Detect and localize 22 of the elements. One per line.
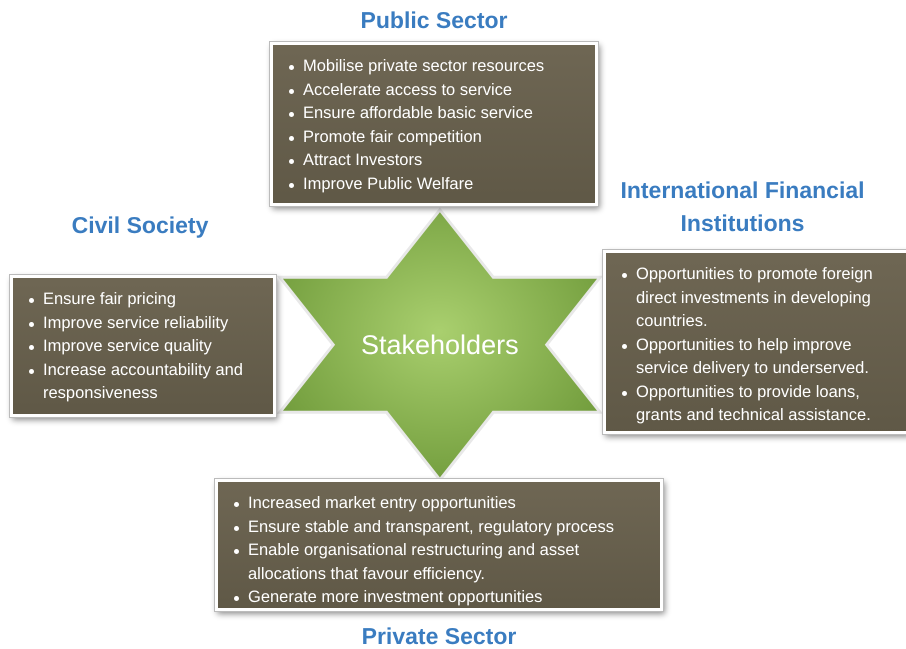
- bullet-text: Accelerate access to service: [303, 80, 512, 98]
- section-heading: Public Sector: [360, 6, 508, 35]
- section-heading: Civil Society: [70, 211, 210, 240]
- bullet-text: Opportunities to help improve service delivery to underserved.: [636, 336, 869, 377]
- bullet-text: Increased market entry opportunities: [248, 494, 516, 512]
- bullet-text: Enable organisational restructuring and asset allocations that favour efficiency.: [248, 541, 580, 582]
- bullet-text: Generate more investment opportunities: [248, 588, 542, 606]
- bullet-text: Improve Public Welfare: [303, 174, 474, 192]
- bullet-text: Attract Investors: [303, 151, 422, 169]
- section-heading: Private Sector: [360, 622, 518, 649]
- bullet-text: Improve service quality: [43, 337, 212, 355]
- star-label: Stakeholders: [360, 330, 519, 360]
- bullet-text: Ensure fair pricing: [43, 290, 176, 308]
- bullet-text: Ensure affordable basic service: [303, 104, 533, 122]
- bullet-text: Mobilise private sector resources: [303, 57, 544, 75]
- bullet-text: Opportunities to provide loans, grants and technical assistance.: [636, 382, 871, 424]
- bullet-text: Increase accountability and responsiveness: [43, 360, 243, 402]
- bullet-text: Improve service reliability: [43, 314, 228, 332]
- section-heading: International Financial Institutions: [619, 176, 866, 238]
- bullet-text: Opportunities to promote foreign direct investments in developing countries.: [636, 265, 873, 330]
- bullet-text: Promote fair competition: [303, 128, 482, 146]
- bullet-text: Ensure stable and transparent, regulatory process: [248, 518, 614, 536]
